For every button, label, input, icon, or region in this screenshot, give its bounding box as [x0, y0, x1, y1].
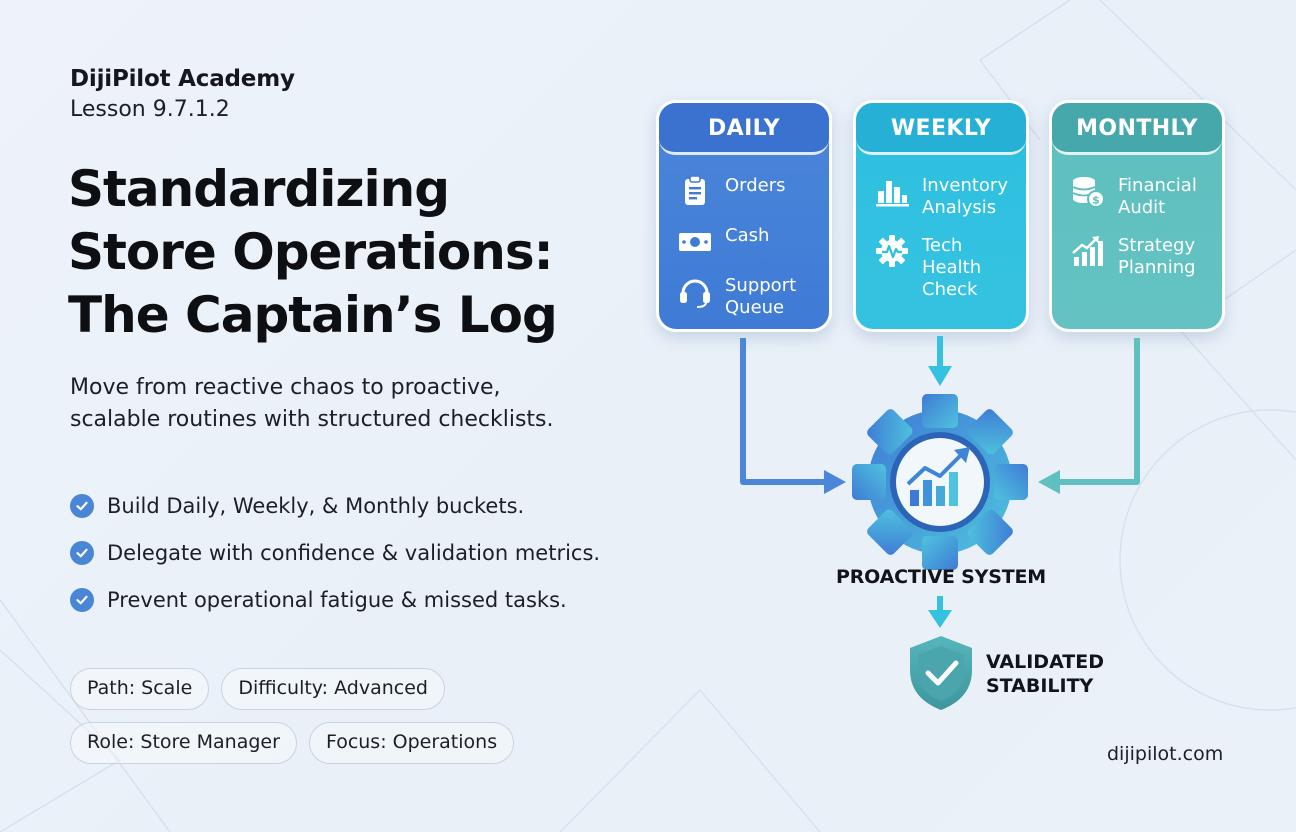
headset-icon [680, 279, 710, 308]
item-label: Check [922, 279, 978, 300]
shield-check-icon [910, 636, 972, 710]
bucket-item: Cash [677, 223, 829, 259]
tag-path: Path: Scale [70, 668, 210, 710]
coins-icon: $ [1072, 177, 1105, 208]
system-to-outcome-arrow [928, 596, 952, 628]
tag-focus: Focus: Operations [308, 722, 515, 764]
tag-difficulty: Difficulty: Advanced [221, 668, 445, 710]
bucket-item: Inventory Analysis [874, 173, 1026, 219]
outcome-label-line: STABILITY [986, 675, 1094, 697]
list-item-text: Delegate with confidence & validation me… [107, 540, 601, 565]
bucket-item: Tech Health Check [874, 233, 1026, 301]
card-heading: DAILY [659, 103, 829, 155]
title-line: Standardizing [68, 160, 450, 218]
item-label: Health [922, 257, 982, 278]
clipboard-icon [685, 175, 705, 205]
gear-pulse-icon [876, 235, 908, 267]
outcome-label-line: VALIDATED [986, 651, 1105, 673]
outcome-label: VALIDATED STABILITY [986, 650, 1104, 698]
daily-flow-arrow [740, 338, 846, 494]
check-circle-icon [70, 493, 94, 518]
brand-name: DijiPilot Academy [70, 66, 295, 92]
weekly-flow-arrow [928, 336, 952, 386]
tag-group: Path: Scale Difficulty: Advanced Role: S… [70, 668, 515, 776]
item-label: Queue [725, 297, 785, 318]
item-label: Planning [1118, 257, 1196, 278]
item-label: Strategy [1118, 235, 1196, 256]
system-label: PROACTIVE SYSTEM [836, 566, 1046, 588]
bucket-item: $ Financial Audit [1070, 173, 1222, 219]
cash-icon [679, 233, 711, 251]
daily-bucket-card: DAILY Orders Cash [656, 100, 832, 332]
check-circle-icon [70, 587, 94, 612]
check-circle-icon [70, 540, 94, 565]
bucket-item: Orders [677, 173, 829, 209]
bar-chart-icon [876, 181, 909, 207]
lesson-number: Lesson 9.7.1.2 [70, 97, 230, 122]
item-label: Support [725, 275, 797, 296]
item-label: Orders [725, 175, 786, 196]
subtitle-line: Move from reactive chaos to proactive, [70, 375, 501, 400]
tag-role: Role: Store Manager [70, 722, 297, 764]
monthly-flow-arrow [1038, 338, 1140, 494]
card-heading: MONTHLY [1052, 103, 1222, 155]
growth-chart-icon [906, 447, 970, 506]
benefit-list: Build Daily, Weekly, & Monthly buckets. … [70, 482, 600, 623]
bucket-item: Strategy Planning [1070, 233, 1222, 279]
list-item: Delegate with confidence & validation me… [70, 529, 600, 576]
page-title: Standardizing Store Operations: The Capt… [68, 158, 628, 347]
item-label: Analysis [922, 197, 997, 218]
title-line: The Captain’s Log [68, 286, 558, 344]
item-label: Inventory [922, 175, 1008, 196]
growth-chart-icon [1072, 236, 1103, 266]
list-item: Prevent operational fatigue & missed tas… [70, 576, 600, 623]
list-item-text: Build Daily, Weekly, & Monthly buckets. [107, 493, 525, 518]
subtitle-line: scalable routines with structured checkl… [70, 407, 554, 432]
bucket-item: Support Queue [677, 273, 829, 319]
svg-text:$: $ [1092, 194, 1100, 207]
item-label: Cash [725, 225, 770, 246]
subtitle: Move from reactive chaos to proactive, s… [70, 372, 670, 436]
title-line: Store Operations: [68, 223, 554, 281]
item-label: Audit [1118, 197, 1166, 218]
item-label: Financial [1118, 175, 1197, 196]
list-item: Build Daily, Weekly, & Monthly buckets. [70, 482, 600, 529]
website-url: dijipilot.com [1107, 743, 1224, 765]
item-label: Tech [922, 235, 963, 256]
monthly-bucket-card: MONTHLY $ Financial Audit [1049, 100, 1225, 332]
list-item-text: Prevent operational fatigue & missed tas… [107, 587, 567, 612]
gear-icon [852, 394, 1028, 570]
weekly-bucket-card: WEEKLY Inventory Analysis [853, 100, 1029, 332]
card-heading: WEEKLY [856, 103, 1026, 155]
